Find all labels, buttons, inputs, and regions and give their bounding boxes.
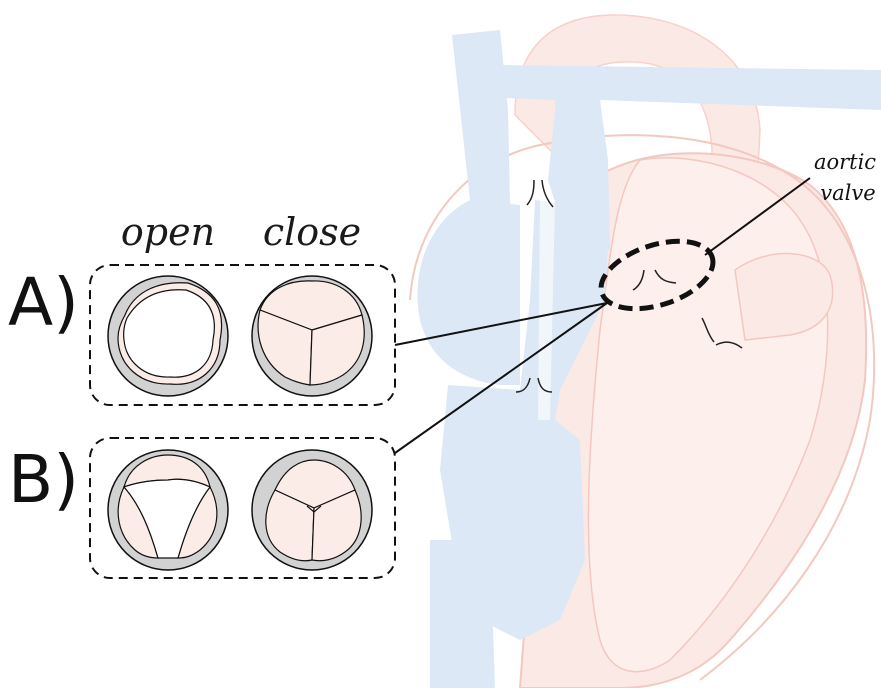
aortic-valve-label-line1: aortic [814, 150, 876, 174]
valve-a-open [108, 276, 228, 396]
inferior-vena-cava [430, 540, 495, 688]
valve-b-open [108, 450, 228, 570]
row-a-label: A) [8, 264, 79, 341]
right-atrium [417, 200, 520, 385]
valve-b-close [252, 450, 372, 570]
open-column-label: open [121, 210, 215, 254]
row-b-label: B) [8, 441, 79, 518]
left-ventricle-inner [588, 158, 827, 672]
heart-illustration [410, 15, 881, 688]
valve-a-close [252, 276, 372, 396]
aortic-valve-label-line2: valve [820, 181, 875, 205]
close-column-label: close [263, 210, 361, 254]
